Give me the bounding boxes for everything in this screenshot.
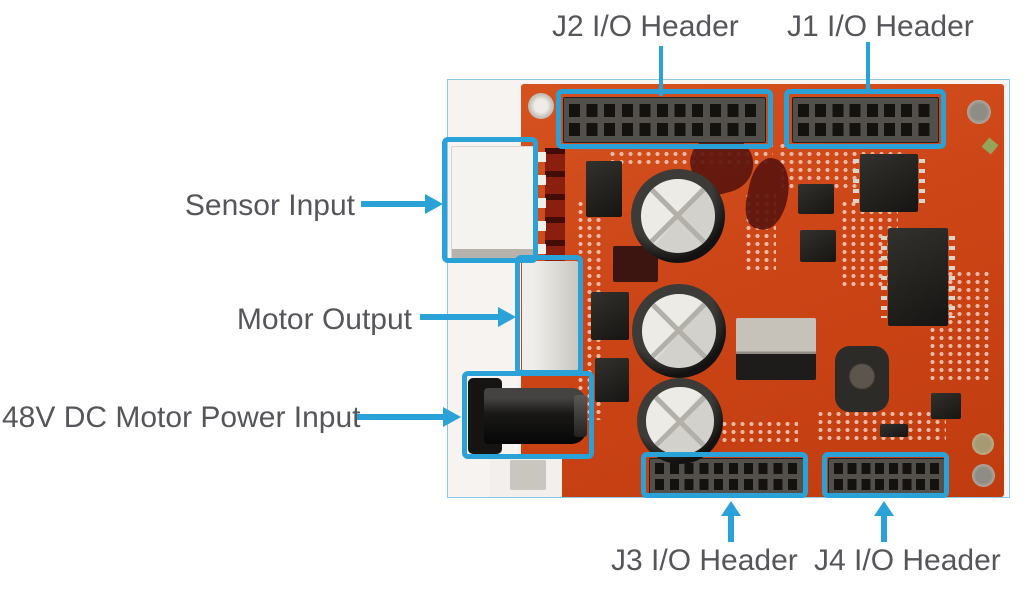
callout-box-motor [515, 255, 583, 375]
small-ic [800, 230, 836, 262]
qfp-ic [853, 154, 925, 212]
small-ic [880, 424, 908, 437]
j3-header [649, 458, 807, 495]
label-power-input: 48V DC Motor Power Input [2, 401, 361, 434]
barrel-jack-tip [574, 395, 587, 437]
capacitor [632, 284, 726, 378]
arrow-motor-output [420, 314, 498, 320]
mounting-hole [972, 464, 995, 487]
mounting-hole [972, 433, 994, 455]
label-sensor-input: Sensor Input [184, 189, 355, 222]
callout-box-j3 [641, 452, 808, 498]
capacitor-top [641, 179, 715, 253]
callout-box-j1 [784, 89, 946, 149]
leader-line-j2 [659, 46, 663, 96]
sensor-pins [545, 148, 565, 270]
small-ic [798, 184, 834, 214]
voltage-regulator [736, 318, 816, 380]
callout-box-power [462, 371, 594, 459]
pin-row [569, 104, 760, 117]
label-j3-io-header: J3 I/O Header [611, 544, 798, 577]
mosfet-chip [595, 358, 629, 402]
label-j1-io-header: J1 I/O Header [787, 10, 974, 43]
j2-header [563, 97, 766, 143]
callout-box-j2 [556, 89, 773, 149]
inductor [835, 346, 889, 412]
arrow-j4-header [881, 516, 887, 542]
label-j2-io-header: J2 I/O Header [552, 10, 739, 43]
j4-header [828, 458, 947, 495]
capacitor [631, 169, 725, 263]
pin-row [798, 123, 933, 136]
capacitor-top [646, 387, 714, 455]
arrow-sensor-input [361, 201, 425, 207]
small-ic [931, 393, 961, 419]
board-photo [447, 79, 1010, 498]
arrow-power-input [357, 414, 443, 420]
callout-box-j4 [822, 452, 949, 498]
barrel-jack-body [484, 388, 586, 444]
label-motor-output: Motor Output [236, 303, 412, 336]
mounting-hole [967, 100, 991, 124]
soic-ic [881, 228, 955, 326]
j1-header [792, 97, 939, 143]
leader-line-j1 [866, 42, 870, 94]
mosfet-chip [591, 292, 629, 340]
callout-box-sensor [442, 137, 538, 263]
jack-mount-tab [510, 460, 546, 490]
pin-row [569, 123, 760, 136]
pin-row [798, 104, 933, 117]
pin-row [655, 478, 801, 490]
label-j4-io-header: J4 I/O Header [814, 544, 1001, 577]
capacitor-top [642, 294, 716, 368]
pin-row [655, 463, 801, 475]
capacitor [637, 378, 723, 464]
motor-terminal-block [522, 261, 578, 371]
pin-row [834, 463, 941, 475]
mounting-hole [528, 93, 554, 119]
pin-row [834, 478, 941, 490]
mosfet-chip [586, 161, 622, 217]
sensor-connector [451, 146, 534, 259]
arrow-j3-header [728, 516, 734, 542]
